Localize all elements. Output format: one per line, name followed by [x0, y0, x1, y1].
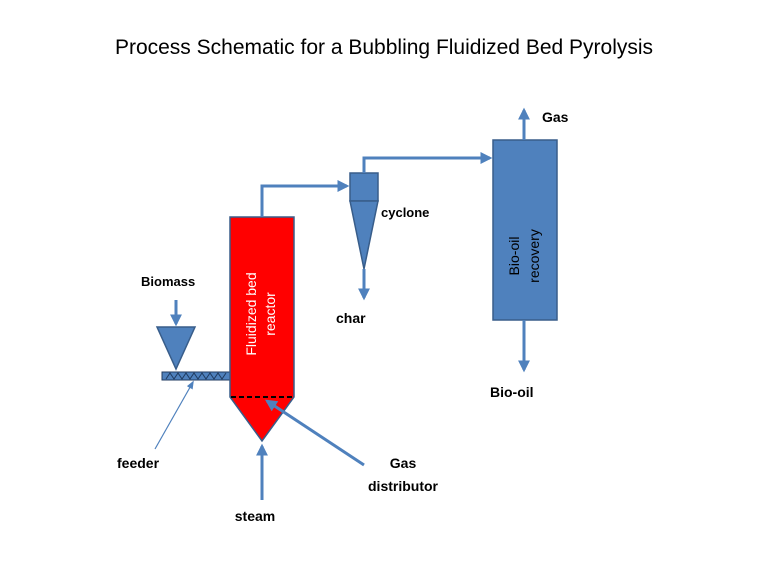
feeder-screw-flight: [165, 372, 227, 380]
biomass-label: Biomass: [141, 274, 195, 289]
cyclone-barrel: [349, 172, 379, 202]
reactor-label-line1: Fluidized bed: [243, 272, 259, 355]
cyclone-cone: [349, 200, 379, 270]
recovery-label-line1: Bio-oil: [506, 237, 522, 276]
reactor-to-cyclone-pipe: [260, 180, 350, 217]
gas-distributor-label-line1: Gas: [390, 455, 417, 471]
cyclone-label: cyclone: [381, 205, 429, 220]
page-title: Process Schematic for a Bubbling Fluidiz…: [115, 36, 653, 59]
biomass-hopper: [155, 326, 197, 371]
bio-oil-label: Bio-oil: [490, 384, 534, 400]
fluidized-bed-reactor: [229, 216, 295, 443]
bio-oil-recovery-column: [492, 139, 558, 321]
recovery-label-line2: recovery: [526, 229, 542, 283]
feeder-label: feeder: [117, 455, 160, 471]
feeder-pointer-arrow: [154, 380, 194, 450]
steam-label: steam: [235, 508, 275, 524]
char-label: char: [336, 310, 366, 326]
gas-distributor-pointer-arrow: [264, 399, 365, 467]
gas-distributor-label-line2: distributor: [368, 478, 439, 494]
cyclone-to-recovery-pipe: [362, 152, 493, 173]
gas-label: Gas: [542, 109, 569, 125]
reactor-label-line2: reactor: [262, 292, 278, 336]
